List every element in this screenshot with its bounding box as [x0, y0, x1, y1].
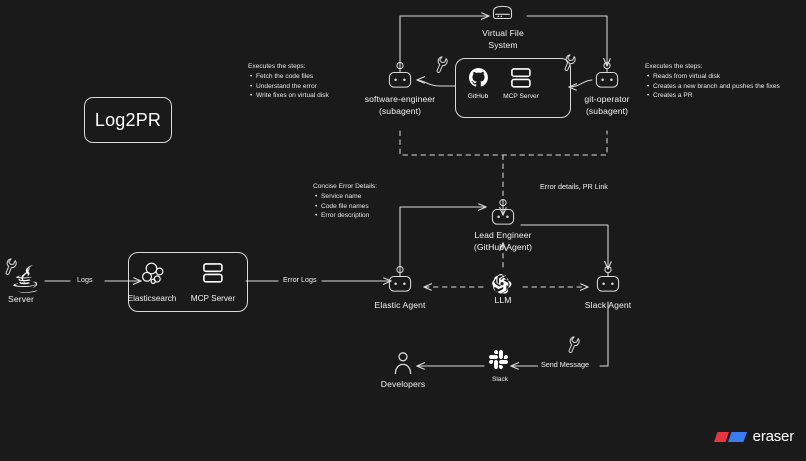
robot-icon-git-operator — [595, 61, 619, 88]
openai-icon — [492, 274, 512, 294]
annotation-error-details: Concise Error Details: Service name Code… — [313, 182, 377, 220]
elasticsearch-icon — [142, 262, 164, 284]
node-label-server: Server — [8, 294, 34, 304]
node-label-llm: LLM — [494, 295, 512, 305]
robot-icon-slack-agent — [596, 265, 620, 292]
annotation-right-steps: Executes the steps: Reads from virtual d… — [645, 62, 780, 100]
edge-label-error-logs: Error Logs — [280, 275, 320, 284]
elasticsearch-mcp-group-box — [128, 252, 248, 312]
slack-icon — [489, 349, 509, 370]
edge-label-send-message: Send Message — [538, 360, 592, 369]
left-steps-item: Understand the error — [250, 82, 329, 92]
right-steps-item: Creates a new branch and pushes the fixe… — [647, 82, 780, 92]
left-steps-item: Write fixes on virtual disk — [250, 91, 329, 101]
eraser-watermark: eraser — [713, 428, 795, 445]
eraser-logo-text: eraser — [752, 428, 795, 445]
error-details-list: Service name Code file names Error descr… — [313, 192, 377, 220]
node-label-git-operator: git-operator (subagent) — [584, 94, 629, 117]
eraser-logo-red-shape — [713, 431, 729, 442]
robot-icon-elastic-agent — [388, 265, 412, 292]
right-steps-heading: Executes the steps: — [645, 63, 703, 70]
edge-label-logs: Logs — [74, 275, 96, 284]
node-label-mcp-server-bottom: MCP Server — [190, 294, 236, 303]
left-steps-item: Fetch the code files — [250, 72, 329, 82]
right-steps-list: Reads from virtual disk Creates a new br… — [645, 72, 780, 100]
software-engineer-label-line2: (subagent) — [378, 105, 422, 116]
person-icon — [394, 352, 412, 375]
node-label-virtual-file-system: Virtual File System — [482, 28, 524, 51]
java-icon — [13, 264, 38, 293]
wrench-icon-error-details — [5, 258, 17, 275]
vfs-label-line1: Virtual File — [482, 28, 524, 38]
server-disk-icon — [492, 5, 513, 20]
node-label-mcp-server-top: MCP Server — [503, 93, 539, 100]
eraser-logo-icon — [713, 431, 747, 442]
error-details-item: Error description — [315, 211, 377, 221]
log2pr-badge: Log2PR — [84, 97, 172, 143]
right-steps-item: Creates a PR — [647, 91, 780, 101]
git-operator-label-line1: git-operator — [584, 94, 630, 104]
error-details-item: Service name — [315, 192, 377, 202]
mcp-stack-icon-top — [511, 68, 531, 88]
mcp-stack-icon-bottom — [203, 263, 223, 283]
node-label-elastic-agent: Elastic Agent — [374, 300, 426, 310]
robot-icon-software-engineer — [388, 61, 412, 88]
lead-engineer-label-line1: Lead Engineer — [474, 230, 532, 240]
robot-icon-lead-engineer — [491, 198, 515, 225]
git-operator-label-line2: (subagent) — [585, 105, 629, 116]
edge-label-error-details-pr-link: Error details, PR Link — [537, 182, 611, 191]
left-steps-list: Fetch the code files Understand the erro… — [248, 72, 329, 100]
software-engineer-label-line1: software-engineer — [364, 94, 436, 104]
node-label-slack-agent: Slack Agent — [584, 300, 632, 310]
eraser-logo-blue-shape — [727, 431, 747, 442]
wrench-icon-send-message — [568, 336, 580, 353]
node-label-github: GitHub — [467, 93, 489, 100]
wrench-icon-git-operator — [564, 54, 576, 71]
node-label-lead-engineer: Lead Engineer (GitHub Agent) — [474, 230, 532, 253]
node-label-software-engineer: software-engineer (subagent) — [365, 94, 436, 117]
error-details-item: Code file names — [315, 202, 377, 212]
node-label-elasticsearch: Elasticsearch — [127, 294, 177, 303]
left-steps-heading: Executes the steps: — [248, 63, 306, 70]
annotation-left-steps: Executes the steps: Fetch the code files… — [248, 62, 329, 100]
github-icon — [469, 68, 488, 87]
log2pr-badge-label: Log2PR — [94, 109, 162, 130]
node-label-developers: Developers — [380, 379, 426, 389]
wrench-icon-software-engineer — [436, 56, 448, 73]
node-label-slack: Slack — [491, 376, 509, 383]
lead-engineer-label-line2: (GitHub Agent) — [473, 241, 533, 252]
vfs-label-line2: System — [488, 39, 518, 50]
error-details-heading: Concise Error Details: — [313, 183, 378, 190]
right-steps-item: Reads from virtual disk — [647, 72, 780, 82]
github-mcp-group-box — [455, 58, 571, 118]
